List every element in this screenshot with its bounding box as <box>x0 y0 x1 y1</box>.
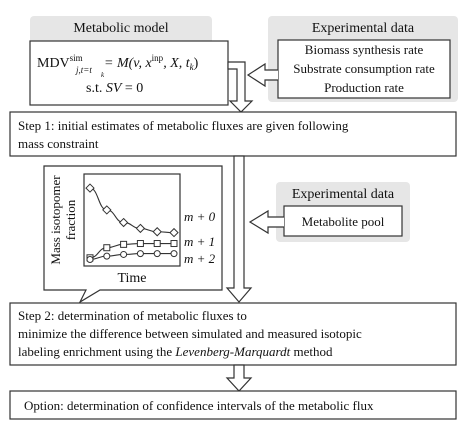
series-0-point-0 <box>85 183 95 193</box>
substrate-consumption-rate: Substrate consumption rate <box>293 61 435 76</box>
step2-line3: labeling enrichment using the Levenberg-… <box>18 344 333 359</box>
mass-constraint: s.t. SV = 0 <box>86 81 143 96</box>
series-1-point-1 <box>103 244 111 252</box>
production-rate: Production rate <box>324 80 404 95</box>
mdv-equation-sub: j,t=t <box>75 65 92 75</box>
isotopomer-callout: Mass isotopomer fraction Time m + 0 m + … <box>43 165 223 304</box>
series-0-point-2 <box>118 217 129 228</box>
step1-panel: Step 1: initial estimates of metabolic f… <box>9 111 457 157</box>
option-box <box>9 390 457 420</box>
series-0-point-5 <box>169 227 179 238</box>
series-0-point-3 <box>135 223 146 234</box>
metabolic-model-panel: Metabolic model MDVsim j,t=t k = M(v, xi… <box>29 16 229 106</box>
metabolic-model-header: Metabolic model <box>73 21 168 36</box>
series-2-point-3 <box>136 250 144 258</box>
arrow-expdata2-to-flow <box>248 209 284 235</box>
series-1-point-5 <box>170 240 178 248</box>
step2-line2: minimize the difference between simulate… <box>18 326 362 341</box>
metabolite-pool-box <box>283 205 403 237</box>
arrow-step2-to-option <box>225 364 253 392</box>
series-2-point-2 <box>120 250 128 258</box>
series-1-point-2 <box>120 240 128 248</box>
experimental-data-panel-2: Experimental data Metabolite pool <box>276 182 410 242</box>
series-0-point-4 <box>152 227 162 237</box>
experimental-data-1-box <box>277 39 451 99</box>
experimental-data-2-header: Experimental data <box>292 187 395 202</box>
series-1-point-4 <box>153 240 161 248</box>
step2-panel: Step 2: determination of metabolic fluxe… <box>9 302 457 366</box>
arrow-expdata1-to-model <box>246 62 278 88</box>
series-1-point-3 <box>136 240 144 248</box>
series-0-point-1 <box>102 205 112 215</box>
chart-series-layer <box>85 183 179 263</box>
step2-box <box>9 302 457 366</box>
step1-line1: Step 1: initial estimates of metabolic f… <box>18 118 349 133</box>
experimental-data-panel-1: Experimental data Biomass synthesis rate… <box>268 16 458 102</box>
series-label-m2: m + 2 <box>184 251 216 266</box>
step2-line1: Step 2: determination of metabolic fluxe… <box>18 308 247 323</box>
mdv-equation: MDVsim <box>37 53 83 71</box>
chart-ylabel-line2: fraction <box>63 199 78 240</box>
option-text: Option: determination of confidence inte… <box>24 398 374 413</box>
series-label-m0: m + 0 <box>184 209 216 224</box>
mdv-equation-rhs: = M(v, xinp, X, tk) <box>104 53 199 72</box>
chart-xlabel: Time <box>117 271 146 286</box>
series-2-point-0 <box>86 255 94 263</box>
arrow-step1-to-step2 <box>225 155 253 303</box>
step1-box <box>9 111 457 157</box>
series-2-point-1 <box>103 252 111 260</box>
series-2-point-5 <box>170 250 178 258</box>
metabolic-model-box <box>29 40 229 106</box>
arrow-model-to-step1 <box>227 61 254 113</box>
mdv-equation-subsub: k <box>101 71 105 79</box>
biomass-synthesis-rate: Biomass synthesis rate <box>305 42 424 57</box>
chart-ylabel-line1: Mass isotopomer <box>48 175 63 265</box>
series-2-point-4 <box>153 250 161 258</box>
step1-line2: mass constraint <box>18 136 99 151</box>
series-label-m1: m + 1 <box>184 234 215 249</box>
metabolite-pool: Metabolite pool <box>302 214 385 229</box>
experimental-data-1-header: Experimental data <box>312 21 415 36</box>
option-panel: Option: determination of confidence inte… <box>9 390 457 420</box>
